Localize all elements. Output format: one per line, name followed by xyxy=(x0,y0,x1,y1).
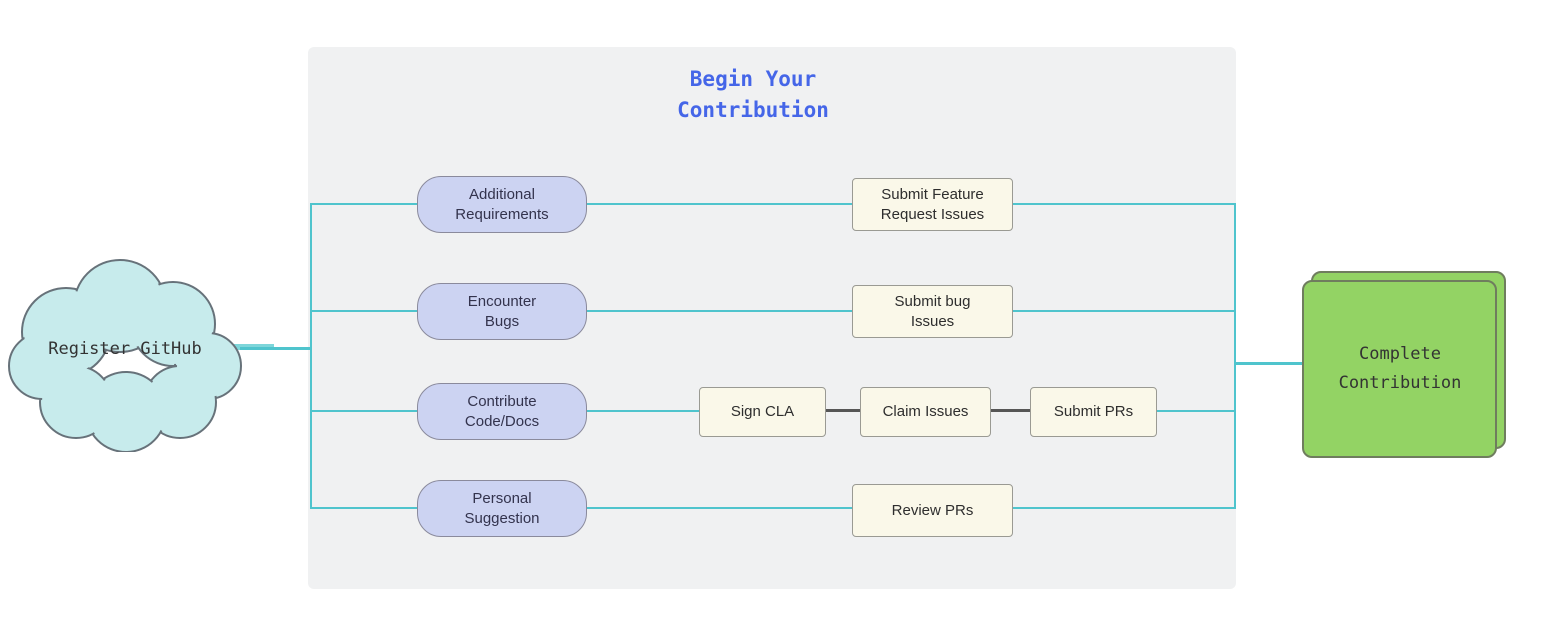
step-sign-cla: Sign CLA xyxy=(699,387,826,437)
cloud-shape xyxy=(8,259,242,453)
row1-connector xyxy=(310,203,1236,205)
claimissues-submitprs-connector xyxy=(991,409,1032,412)
register-github-cloud xyxy=(8,254,242,453)
step-submit-feature-request-issues: Submit Feature Request Issues xyxy=(852,178,1013,231)
row4-connector xyxy=(310,507,1236,509)
row2-connector xyxy=(310,310,1236,312)
panel-title: Begin Your Contribution xyxy=(677,67,829,122)
signcla-claimissues-connector xyxy=(826,409,862,412)
output-connector xyxy=(1235,362,1303,365)
source-additional-requirements: Additional Requirements xyxy=(417,176,587,233)
step-claim-issues: Claim Issues xyxy=(860,387,991,437)
right-trunk-connector xyxy=(1234,203,1236,509)
register-github-label: Register GitHub xyxy=(48,339,202,359)
step-review-prs: Review PRs xyxy=(852,484,1013,537)
cloud-input-connector xyxy=(240,347,312,350)
source-encounter-bugs: Encounter Bugs xyxy=(417,283,587,340)
source-personal-suggestion: Personal Suggestion xyxy=(417,480,587,537)
step-submit-bug-issues: Submit bug Issues xyxy=(852,285,1013,338)
complete-contribution-label: Complete Contribution xyxy=(1338,344,1462,393)
complete-contribution-card xyxy=(1302,280,1497,458)
left-trunk-connector xyxy=(310,203,312,509)
step-submit-prs: Submit PRs xyxy=(1030,387,1157,437)
source-contribute-code-docs: Contribute Code/Docs xyxy=(417,383,587,440)
